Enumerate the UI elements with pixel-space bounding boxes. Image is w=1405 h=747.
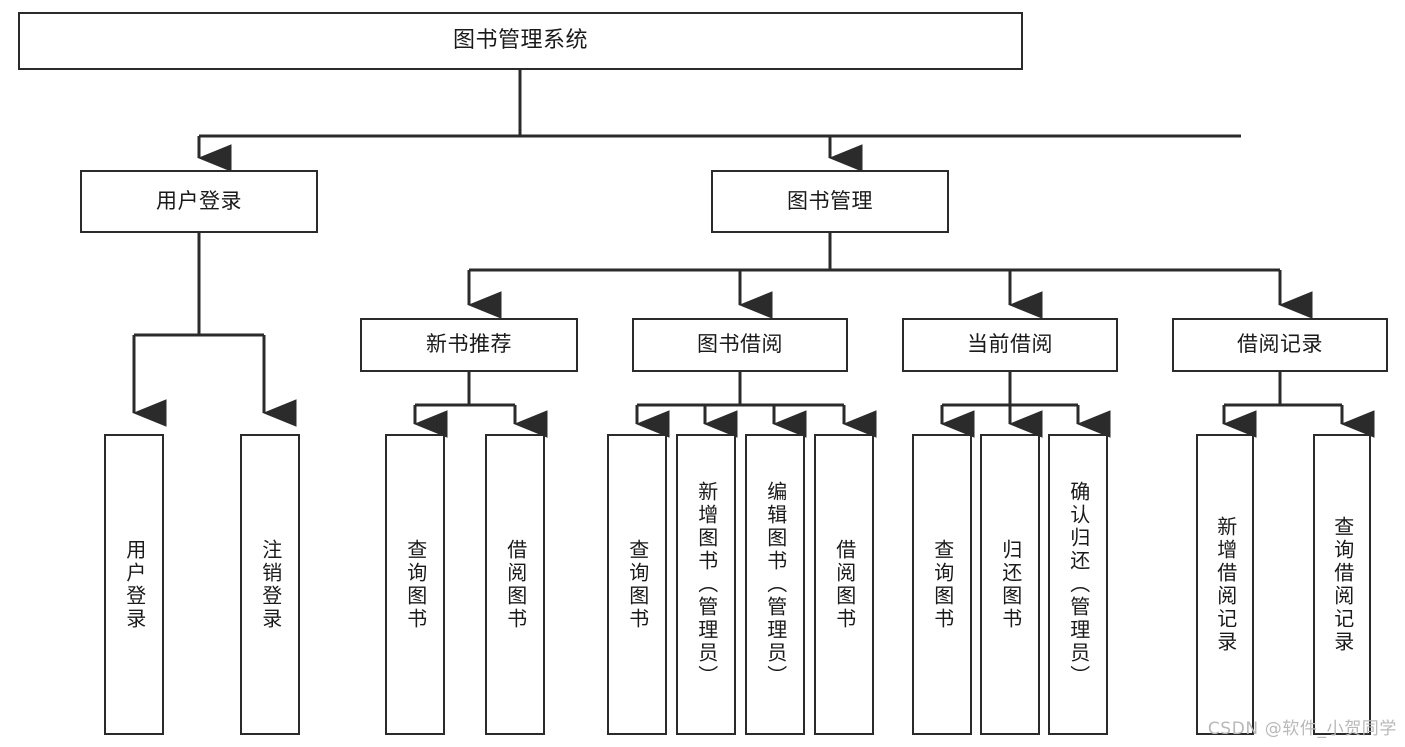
node-label: 用户登录: [156, 188, 242, 213]
leaf-current-return-book[interactable]: 归还图书: [980, 434, 1040, 735]
node-user-login[interactable]: 用户登录: [80, 170, 318, 233]
leaf-current-confirm-return[interactable]: 确认归还（管理员）: [1048, 434, 1108, 735]
leaf-recommend-borrow-book[interactable]: 借阅图书: [485, 434, 545, 735]
node-book-borrow[interactable]: 图书借阅: [632, 318, 848, 372]
leaf-borrow-add-book[interactable]: 新增图书（管理员）: [676, 434, 736, 735]
node-new-book-recommend[interactable]: 新书推荐: [360, 318, 578, 372]
node-label: 查询图书: [930, 538, 955, 631]
node-label: 图书管理系统: [452, 27, 588, 53]
node-label: 注销登录: [258, 538, 283, 631]
node-label: 归还图书: [998, 538, 1023, 631]
node-label: 查询借阅记录: [1330, 515, 1355, 654]
node-label: 借阅图书: [503, 538, 528, 631]
node-label: 用户登录: [122, 538, 147, 631]
node-label: 图书管理: [787, 188, 873, 213]
leaf-borrow-edit-book[interactable]: 编辑图书（管理员）: [745, 434, 805, 735]
node-current-borrow[interactable]: 当前借阅: [902, 318, 1118, 372]
node-label: 当前借阅: [967, 332, 1053, 357]
leaf-recommend-query-book[interactable]: 查询图书: [385, 434, 445, 735]
node-label: 借阅记录: [1237, 332, 1323, 357]
leaf-record-query-record[interactable]: 查询借阅记录: [1313, 434, 1371, 735]
node-label: 新增图书（管理员）: [694, 481, 719, 688]
node-label: 编辑图书（管理员）: [763, 481, 788, 688]
leaf-user-login[interactable]: 用户登录: [104, 434, 164, 735]
leaf-record-add-record[interactable]: 新增借阅记录: [1196, 434, 1254, 735]
node-label: 新书推荐: [426, 332, 512, 357]
leaf-borrow-borrow-book[interactable]: 借阅图书: [814, 434, 874, 735]
leaf-borrow-query-book[interactable]: 查询图书: [607, 434, 667, 735]
node-label: 查询图书: [403, 538, 428, 631]
node-label: 新增借阅记录: [1213, 515, 1238, 654]
watermark-text: CSDN @软件_小贺同学: [1207, 719, 1397, 739]
node-label: 图书借阅: [697, 332, 783, 357]
node-book-management[interactable]: 图书管理: [711, 170, 949, 233]
node-label: 借阅图书: [832, 538, 857, 631]
node-label: 查询图书: [625, 538, 650, 631]
leaf-current-query-book[interactable]: 查询图书: [912, 434, 972, 735]
node-root-system[interactable]: 图书管理系统: [18, 12, 1023, 70]
node-label: 确认归还（管理员）: [1066, 481, 1091, 688]
node-borrow-record[interactable]: 借阅记录: [1172, 318, 1388, 372]
leaf-user-logout[interactable]: 注销登录: [240, 434, 300, 735]
